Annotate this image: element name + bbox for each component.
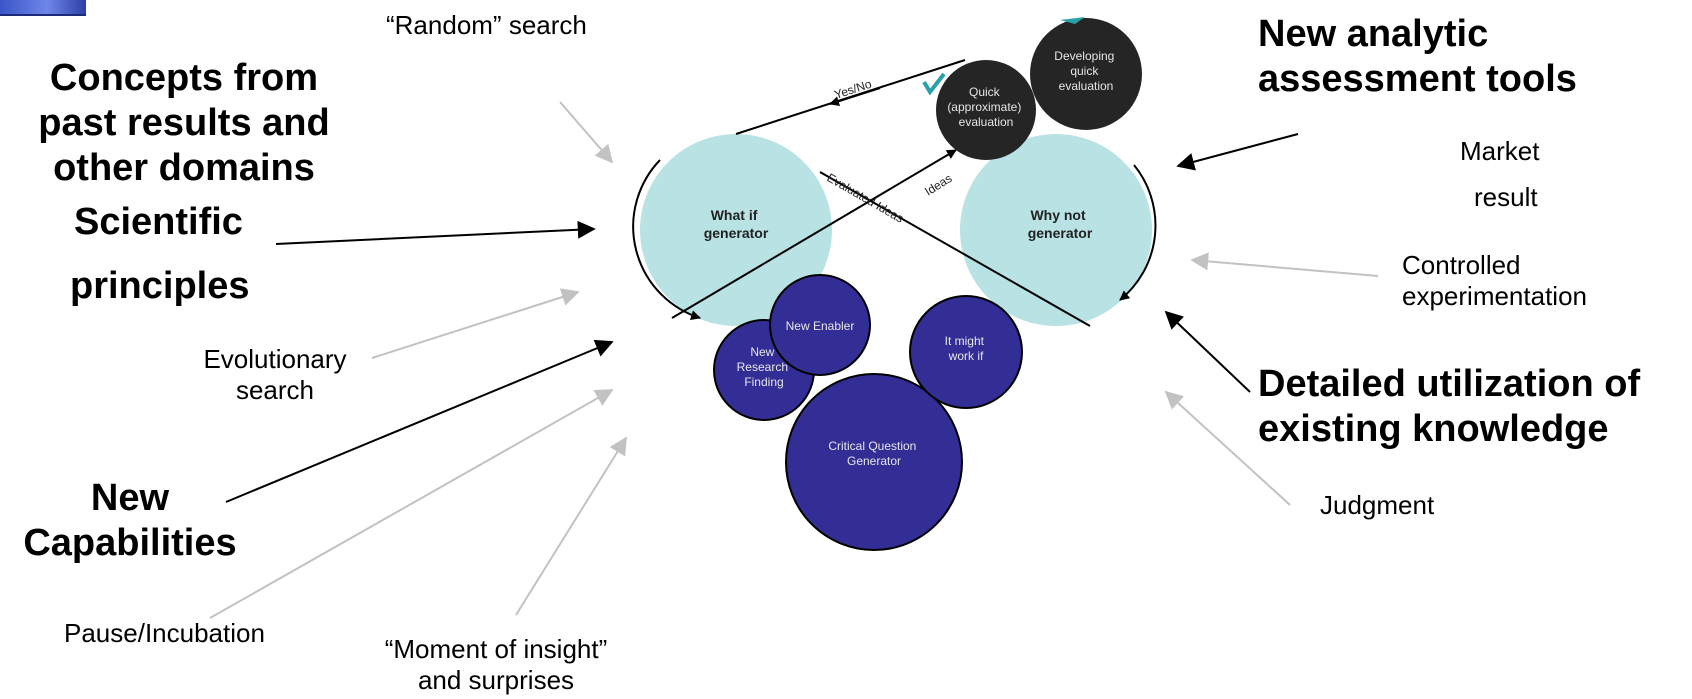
quick-circle [936, 60, 1036, 160]
scientific-arrow [275, 220, 596, 245]
new-research-line-2: Research [737, 360, 788, 374]
what-if-circle [640, 134, 832, 326]
yes-no-arrow [829, 87, 881, 107]
teal-accent-top [1060, 17, 1085, 24]
evolutionary-line-2: search [235, 375, 315, 405]
evolutionary-arrow [371, 288, 580, 359]
svg-text:Why not generator: Why not generator [1028, 207, 1093, 241]
svg-text:New Research Finding: New Research Finding [737, 345, 792, 389]
critical-line-2: Generator [847, 454, 901, 468]
what-if-loop-arrow [632, 159, 701, 321]
detailed-label: Detailed utilization of existing knowled… [1258, 362, 1640, 452]
developing-line-2: quick [1070, 64, 1099, 78]
svg-text:Critical Question Generato: Critical Question Generator [828, 439, 919, 468]
moment-line-2: and surprises [417, 665, 575, 695]
controlled-arrow [1190, 252, 1379, 277]
evolutionary-label: Evolutionary search [180, 344, 370, 406]
it-might-line-1: It might [945, 334, 985, 348]
new-analytic-line-2: assessment tools [1258, 58, 1577, 100]
ideas-line [671, 149, 957, 319]
why-not-line-2: generator [1028, 225, 1093, 241]
concepts-line-2: past results and [38, 102, 330, 144]
why-not-loop-arrow [1119, 164, 1157, 301]
concepts-label: Concepts from past results and other dom… [14, 56, 354, 191]
new-capabilities-line-2: Capabilities [23, 522, 237, 564]
detailed-arrow [1164, 310, 1251, 393]
moment-line-1: “Moment of insight” [384, 634, 608, 664]
pause-label: Pause/Incubation [64, 618, 265, 648]
developing-line-1: Developing [1054, 49, 1114, 63]
svg-text:Quick (approximate) ev: Quick (approximate) evaluation [947, 85, 1024, 129]
analytic-arrow [1176, 133, 1299, 171]
it-might-line-2: work if [948, 349, 984, 363]
result-label: result [1474, 182, 1538, 212]
concepts-line-3: other domains [53, 147, 315, 189]
svg-text:It might work if: It might work if [945, 334, 988, 363]
what-if-line-1: What if [711, 207, 758, 223]
it-might-circle [909, 295, 1023, 409]
concepts-line-1: Concepts from [49, 57, 319, 99]
random-search-label: “Random” search [386, 10, 587, 40]
new-capabilities-label: New Capabilities [8, 476, 252, 566]
random-search-arrow [559, 101, 614, 164]
quick-line-2: (approximate) [947, 100, 1021, 114]
controlled-label: Controlled experimentation [1402, 250, 1587, 312]
judgment-label: Judgment [1320, 490, 1435, 520]
new-research-line-3: Finding [744, 375, 783, 389]
detailed-line-1: Detailed utilization of [1258, 363, 1641, 405]
principles-label: principles [70, 265, 250, 307]
developing-circle [1030, 18, 1142, 130]
judgment-arrow [1164, 390, 1291, 506]
svg-text:What if generator: What if generator [704, 207, 769, 241]
svg-text:Developing quick evalu: Developing quick evaluation [1054, 49, 1117, 93]
new-research-line-1: New [750, 345, 774, 359]
controlled-line-1: Controlled [1402, 250, 1521, 280]
new-capabilities-line-1: New [90, 477, 170, 519]
scientific-label: Scientific [74, 201, 243, 243]
what-if-line-2: generator [704, 225, 769, 241]
evolutionary-line-1: Evolutionary [203, 344, 347, 374]
capabilities-arrow [225, 339, 614, 503]
pause-arrow [209, 389, 614, 619]
critical-question-circle [785, 373, 963, 551]
quick-line-3: evaluation [959, 115, 1014, 129]
corner-logo [0, 0, 86, 16]
developing-line-3: evaluation [1059, 79, 1114, 93]
controlled-line-2: experimentation [1402, 281, 1587, 311]
teal-accent-check [922, 72, 946, 96]
new-analytic-label: New analytic assessment tools [1258, 12, 1577, 102]
new-enabler-text: New Enabler [786, 319, 855, 333]
quick-line-1: Quick [969, 85, 1001, 99]
new-analytic-line-1: New analytic [1258, 13, 1489, 55]
critical-line-1: Critical Question [828, 439, 916, 453]
moment-arrow [515, 436, 627, 616]
evaluated-ideas-line [819, 171, 1091, 327]
detailed-line-2: existing knowledge [1258, 408, 1609, 450]
new-enabler-circle [769, 274, 871, 376]
moment-label: “Moment of insight” and surprises [356, 634, 636, 696]
why-not-line-1: Why not [1030, 207, 1086, 223]
why-not-circle [960, 134, 1152, 326]
market-label: Market [1460, 136, 1540, 166]
